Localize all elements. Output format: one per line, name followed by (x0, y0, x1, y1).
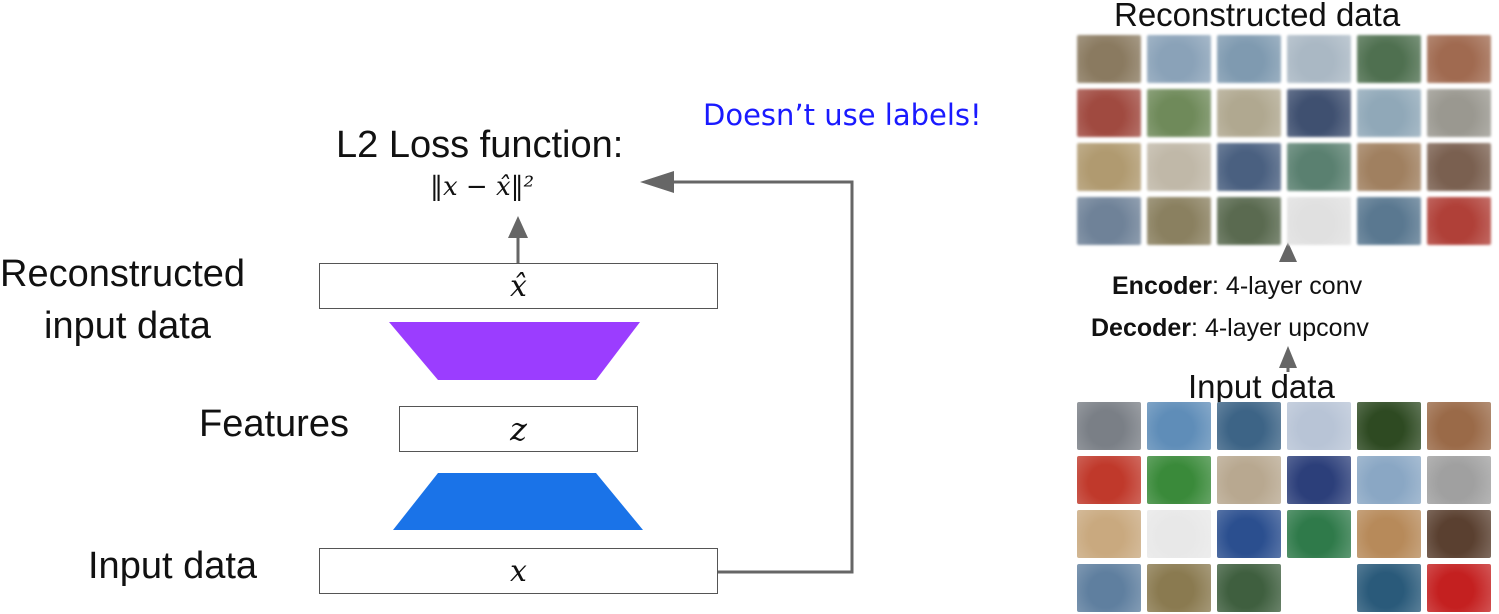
reconstructed-image-thumbnail (1357, 89, 1421, 137)
x-symbol: x (510, 553, 527, 589)
reconstructed-image-thumbnail (1147, 143, 1211, 191)
encoder-desc: : 4-layer conv (1212, 272, 1363, 300)
reconstructed-image-thumbnail (1287, 89, 1351, 137)
reconstructed-image-thumbnail (1287, 143, 1351, 191)
input-image-thumbnail (1427, 564, 1491, 612)
input-image-thumbnail (1217, 510, 1281, 558)
reconstructed-image-thumbnail (1147, 197, 1211, 245)
no-labels-note: Doesn’t use labels! (703, 98, 982, 132)
reconstructed-image-thumbnail (1287, 35, 1351, 83)
reconstructed-image-thumbnail (1357, 143, 1421, 191)
reconstructed-output-box: x̂ (319, 263, 718, 309)
input-image-thumbnail (1427, 402, 1491, 450)
reconstructed-image-thumbnail (1077, 143, 1141, 191)
input-image-grid (1077, 402, 1491, 612)
input-to-loss-arrow-head (640, 171, 674, 193)
input-data-label: Input data (88, 545, 258, 587)
input-image-thumbnail (1217, 456, 1281, 504)
decoder-desc: : 4-layer upconv (1191, 314, 1369, 342)
encoder-caption: Encoder: 4-layer conv (1112, 272, 1362, 301)
x-hat-symbol: x̂ (510, 268, 527, 304)
latent-features-box: z (399, 406, 638, 452)
loss-function-title: L2 Loss function: (336, 124, 624, 166)
input-image-thumbnail (1147, 456, 1211, 504)
encoder-trapezoid (393, 473, 643, 530)
reconstructed-image-thumbnail (1357, 35, 1421, 83)
reconstructed-image-thumbnail (1427, 89, 1491, 137)
input-image-thumbnail (1147, 564, 1211, 612)
decoder-caption: Decoder: 4-layer upconv (1091, 314, 1369, 343)
input-image-thumbnail (1357, 456, 1421, 504)
input-image-thumbnail (1217, 402, 1281, 450)
input-image-thumbnail (1077, 402, 1141, 450)
input-to-loss-path (672, 180, 854, 574)
recon-arrow-head (1279, 242, 1297, 262)
input-image-thumbnail (1147, 402, 1211, 450)
input-data-title: Input data (1188, 368, 1335, 405)
input-image-thumbnail (1077, 510, 1141, 558)
reconstructed-image-thumbnail (1077, 35, 1141, 83)
reconstructed-image-thumbnail (1287, 197, 1351, 245)
input-image-thumbnail (1217, 564, 1281, 612)
input-image-thumbnail (1287, 402, 1351, 450)
loss-formula-text: ‖x − x̂‖² (430, 172, 535, 202)
input-box: x (319, 548, 718, 594)
reconstructed-image-thumbnail (1147, 35, 1211, 83)
reconstructed-image-grid (1077, 35, 1491, 245)
input-image-thumbnail (1357, 564, 1421, 612)
reconstructed-image-thumbnail (1357, 197, 1421, 245)
input-image-thumbnail (1077, 456, 1141, 504)
input-image-thumbnail (1357, 402, 1421, 450)
reconstructed-image-thumbnail (1427, 143, 1491, 191)
output-to-loss-arrow-head (508, 216, 528, 238)
reconstructed-image-thumbnail (1217, 197, 1281, 245)
reconstructed-image-thumbnail (1427, 35, 1491, 83)
decoder-label: Decoder (1091, 314, 1192, 342)
input-image-thumbnail (1427, 510, 1491, 558)
reconstructed-image-thumbnail (1147, 89, 1211, 137)
reconstructed-label-line1: Reconstructed (0, 253, 246, 295)
input-image-thumbnail (1287, 564, 1351, 612)
input-image-thumbnail (1357, 510, 1421, 558)
input-image-thumbnail (1077, 564, 1141, 612)
input-arrow-head (1279, 346, 1297, 368)
reconstructed-image-thumbnail (1077, 197, 1141, 245)
z-symbol: z (510, 410, 527, 448)
input-image-thumbnail (1287, 510, 1351, 558)
reconstructed-image-thumbnail (1217, 89, 1281, 137)
features-label: Features (199, 403, 349, 445)
reconstructed-image-thumbnail (1427, 197, 1491, 245)
input-image-thumbnail (1147, 510, 1211, 558)
decoder-trapezoid (389, 322, 640, 380)
reconstructed-image-thumbnail (1077, 89, 1141, 137)
input-image-thumbnail (1287, 456, 1351, 504)
loss-formula: ‖x − x̂‖² (430, 172, 534, 202)
encoder-label: Encoder (1112, 272, 1213, 300)
reconstructed-label-line2: input data (44, 305, 211, 348)
reconstructed-image-thumbnail (1217, 35, 1281, 83)
reconstructed-data-title: Reconstructed data (1114, 0, 1401, 33)
reconstructed-image-thumbnail (1217, 143, 1281, 191)
reconstructed-input-label: Reconstructed input data (0, 248, 245, 353)
input-image-thumbnail (1427, 456, 1491, 504)
